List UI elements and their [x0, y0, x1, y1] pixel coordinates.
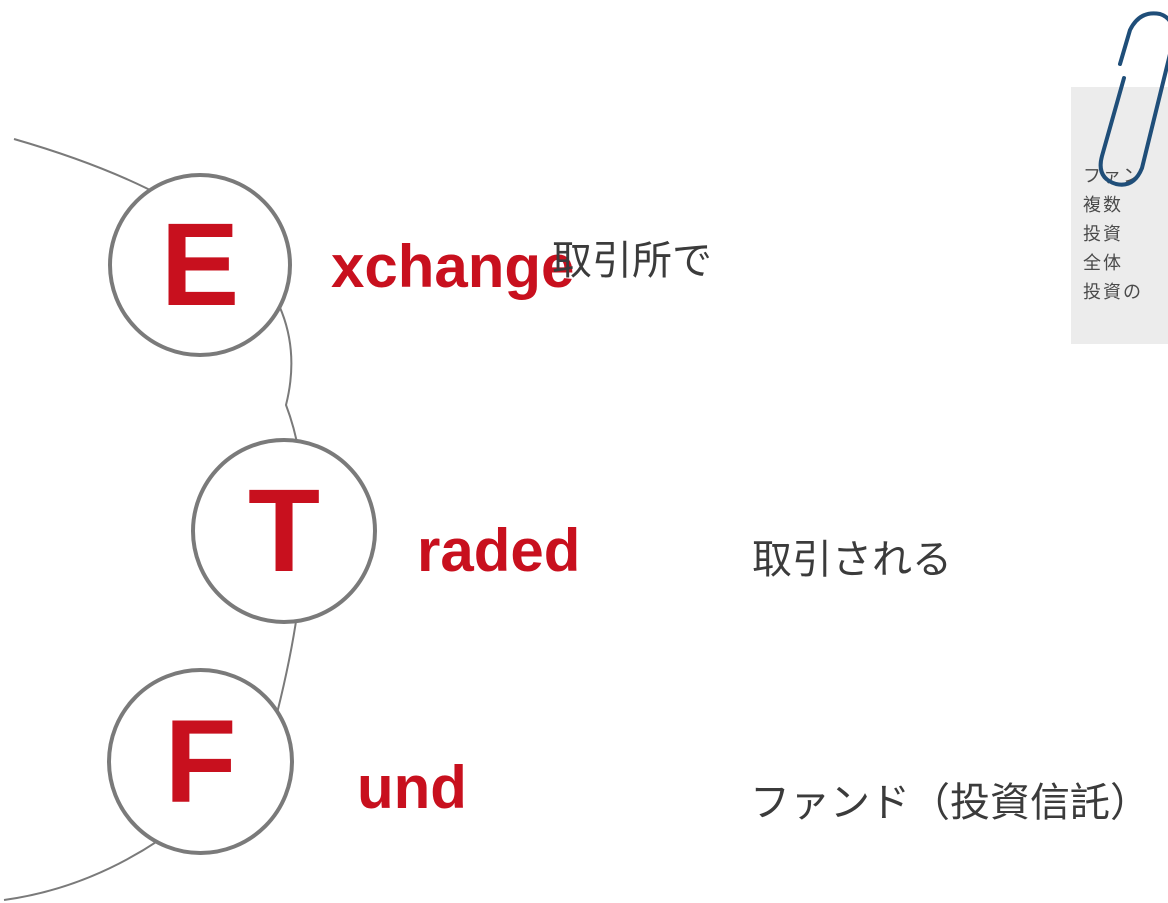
word-exchange: xchange — [331, 233, 575, 300]
paperclip-icon — [1098, 11, 1168, 187]
meaning-traded: 取引される — [752, 537, 952, 583]
letter-e: E — [160, 199, 240, 331]
meaning-fund: ファンド（投資信託） — [750, 780, 1150, 826]
letter-f: F — [164, 695, 237, 828]
note-line: 複数 — [1083, 195, 1123, 216]
letter-circle-f: F — [107, 668, 294, 855]
note-line: 投資の — [1083, 282, 1143, 303]
word-fund: und — [357, 754, 467, 821]
note-line: 投資 — [1083, 224, 1123, 245]
letter-t: T — [247, 465, 321, 597]
note-text: ファン 複数 投資 全体 投資の — [1083, 162, 1143, 307]
word-traded: raded — [417, 517, 581, 584]
note-line: 全体 — [1083, 253, 1123, 274]
letter-circle-e: E — [108, 173, 292, 357]
meaning-exchange: 取引所で — [552, 238, 712, 284]
note-line: ファン — [1083, 166, 1143, 187]
letter-circle-t: T — [191, 438, 377, 624]
